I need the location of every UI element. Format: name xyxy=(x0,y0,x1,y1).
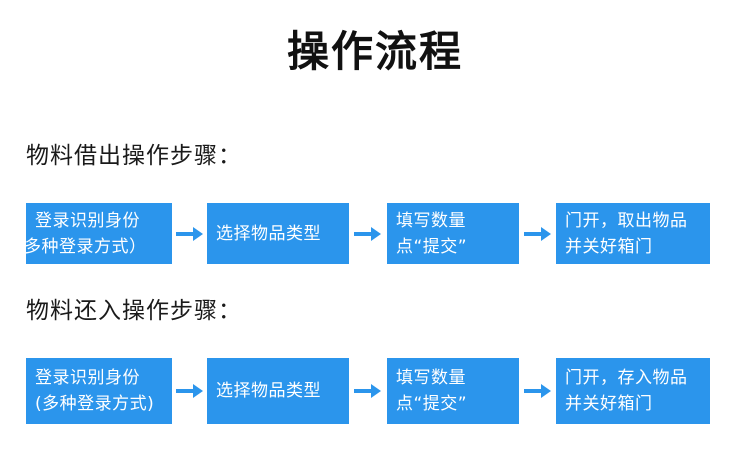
flow-row-return: 登录识别身份 (多种登录方式) 选择物品类型 填写数量 点“提交” xyxy=(26,358,710,424)
flow-step-borrow-1[interactable]: 登录识别身份 多种登录方式） xyxy=(26,203,172,264)
flow-step-return-3-line2: 点“提交” xyxy=(396,394,468,414)
arrow-right-icon xyxy=(519,361,556,422)
arrow-right-icon xyxy=(349,361,387,422)
flow-step-return-3-line1: 填写数量 xyxy=(396,368,466,388)
flow-step-return-2-line1: 选择物品类型 xyxy=(216,381,321,401)
flow-step-return-2[interactable]: 选择物品类型 xyxy=(207,358,349,424)
section-heading-borrow: 物料借出操作步骤： xyxy=(26,143,242,169)
flow-step-return-3[interactable]: 填写数量 点“提交” xyxy=(387,358,519,424)
flow-step-borrow-3[interactable]: 填写数量 点“提交” xyxy=(387,203,519,264)
flow-step-borrow-4-line2: 并关好箱门 xyxy=(565,236,653,257)
flow-step-borrow-1-line2: 多种登录方式） xyxy=(26,236,147,257)
flow-step-borrow-3-line2: 点“提交” xyxy=(396,236,468,257)
flow-step-return-1[interactable]: 登录识别身份 (多种登录方式) xyxy=(26,358,172,424)
arrow-right-icon xyxy=(519,203,556,264)
section-heading-return: 物料还入操作步骤： xyxy=(26,298,242,324)
flow-step-borrow-1-line1: 登录识别身份 xyxy=(35,210,140,231)
flow-step-borrow-4-line1: 门开，取出物品 xyxy=(565,210,688,231)
flow-step-return-1-line2: (多种登录方式) xyxy=(35,394,155,414)
flow-step-return-1-line1: 登录识别身份 xyxy=(35,368,140,388)
arrow-right-icon xyxy=(172,361,207,422)
flow-step-borrow-3-line1: 填写数量 xyxy=(396,210,466,231)
flow-step-return-4[interactable]: 门开，存入物品 并关好箱门 xyxy=(556,358,710,424)
flow-row-borrow: 登录识别身份 多种登录方式） 选择物品类型 填写数量 点“提交” xyxy=(26,203,710,264)
arrow-right-icon xyxy=(172,203,207,264)
page-title: 操作流程 xyxy=(286,27,463,76)
arrow-right-icon xyxy=(349,203,387,264)
flow-step-return-4-line1: 门开，存入物品 xyxy=(565,368,688,388)
flow-step-return-4-line2: 并关好箱门 xyxy=(565,394,653,414)
flow-step-borrow-4[interactable]: 门开，取出物品 并关好箱门 xyxy=(556,203,710,264)
flow-step-borrow-2[interactable]: 选择物品类型 xyxy=(207,203,349,264)
flow-step-borrow-2-line1: 选择物品类型 xyxy=(216,223,321,244)
